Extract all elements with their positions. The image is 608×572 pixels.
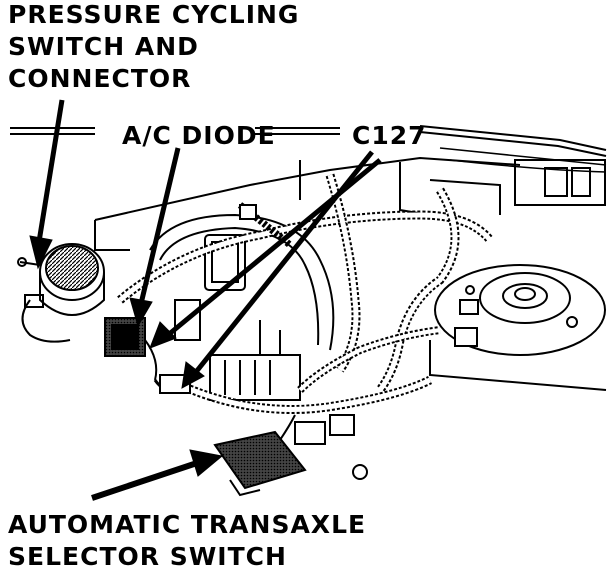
leader-arrows bbox=[29, 99, 382, 501]
transaxle-selector-switch bbox=[213, 414, 307, 497]
label-ac-diode: A/C DIODE bbox=[122, 121, 276, 150]
label-pressure-switch-line3: CONNECTOR bbox=[8, 64, 192, 93]
firewall bbox=[94, 156, 606, 251]
pressure-switch-accumulator bbox=[17, 243, 105, 343]
arrow-c127-b bbox=[194, 150, 374, 374]
arrow-ac-diode bbox=[137, 147, 181, 309]
label-transaxle-line2: SELECTOR SWITCH bbox=[8, 542, 287, 571]
strut-tower bbox=[429, 264, 607, 391]
harness-connectors bbox=[159, 204, 479, 480]
arrow-transaxle bbox=[91, 459, 201, 501]
label-pressure-switch-line2: SWITCH AND bbox=[8, 32, 199, 61]
hood-lines bbox=[10, 125, 607, 173]
arrow-pressure-switch bbox=[35, 99, 65, 249]
ac-diode-connector bbox=[104, 317, 158, 381]
label-c127: C127 bbox=[352, 121, 427, 150]
label-pressure-switch-line1: PRESSURE CYCLING bbox=[8, 0, 300, 29]
label-transaxle-line1: AUTOMATIC TRANSAXLE bbox=[8, 510, 367, 539]
